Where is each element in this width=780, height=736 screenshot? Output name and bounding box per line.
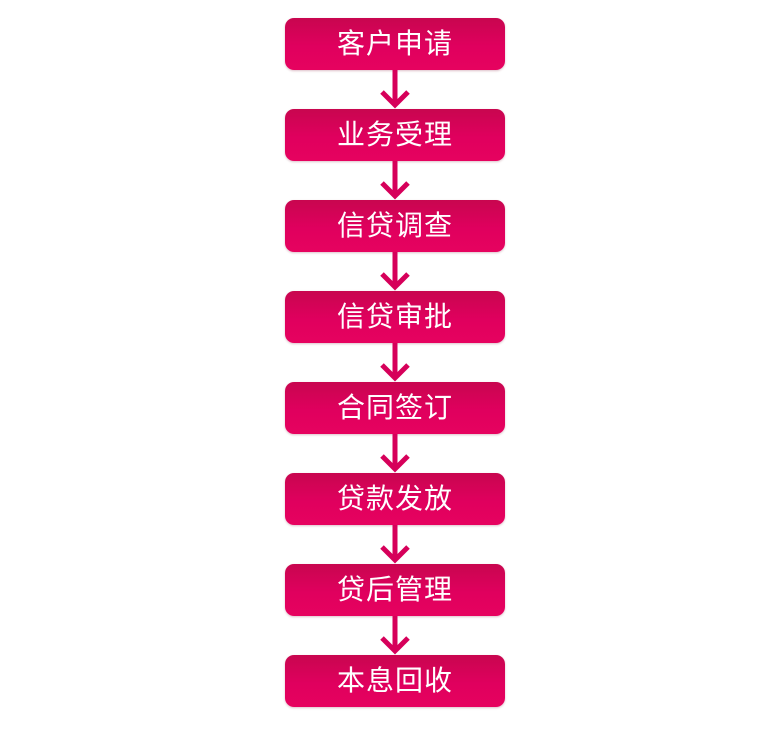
- step-label: 信贷审批: [336, 300, 453, 333]
- step-post-loan-management: 贷后管理: [285, 564, 505, 616]
- step-label: 业务受理: [336, 118, 453, 151]
- step-label: 贷款发放: [336, 482, 453, 515]
- step-label: 信贷调查: [336, 209, 453, 242]
- step-label: 贷后管理: [336, 573, 453, 606]
- step-principal-interest-recovery: 本息回收: [285, 655, 505, 707]
- step-loan-disbursement: 贷款发放: [285, 473, 505, 525]
- step-contract-signing: 合同签订: [285, 382, 505, 434]
- step-credit-investigation: 信贷调查: [285, 200, 505, 252]
- down-arrow-icon: [380, 70, 410, 109]
- down-arrow-icon: [380, 161, 410, 200]
- down-arrow-icon: [380, 252, 410, 291]
- down-arrow-icon: [380, 616, 410, 655]
- down-arrow-icon: [380, 434, 410, 473]
- step-label: 合同签订: [336, 391, 453, 424]
- down-arrow-icon: [380, 343, 410, 382]
- down-arrow-icon: [380, 525, 410, 564]
- step-label: 客户申请: [336, 27, 453, 60]
- step-business-acceptance: 业务受理: [285, 109, 505, 161]
- step-label: 本息回收: [336, 664, 453, 697]
- step-customer-application: 客户申请: [285, 18, 505, 70]
- step-credit-approval: 信贷审批: [285, 291, 505, 343]
